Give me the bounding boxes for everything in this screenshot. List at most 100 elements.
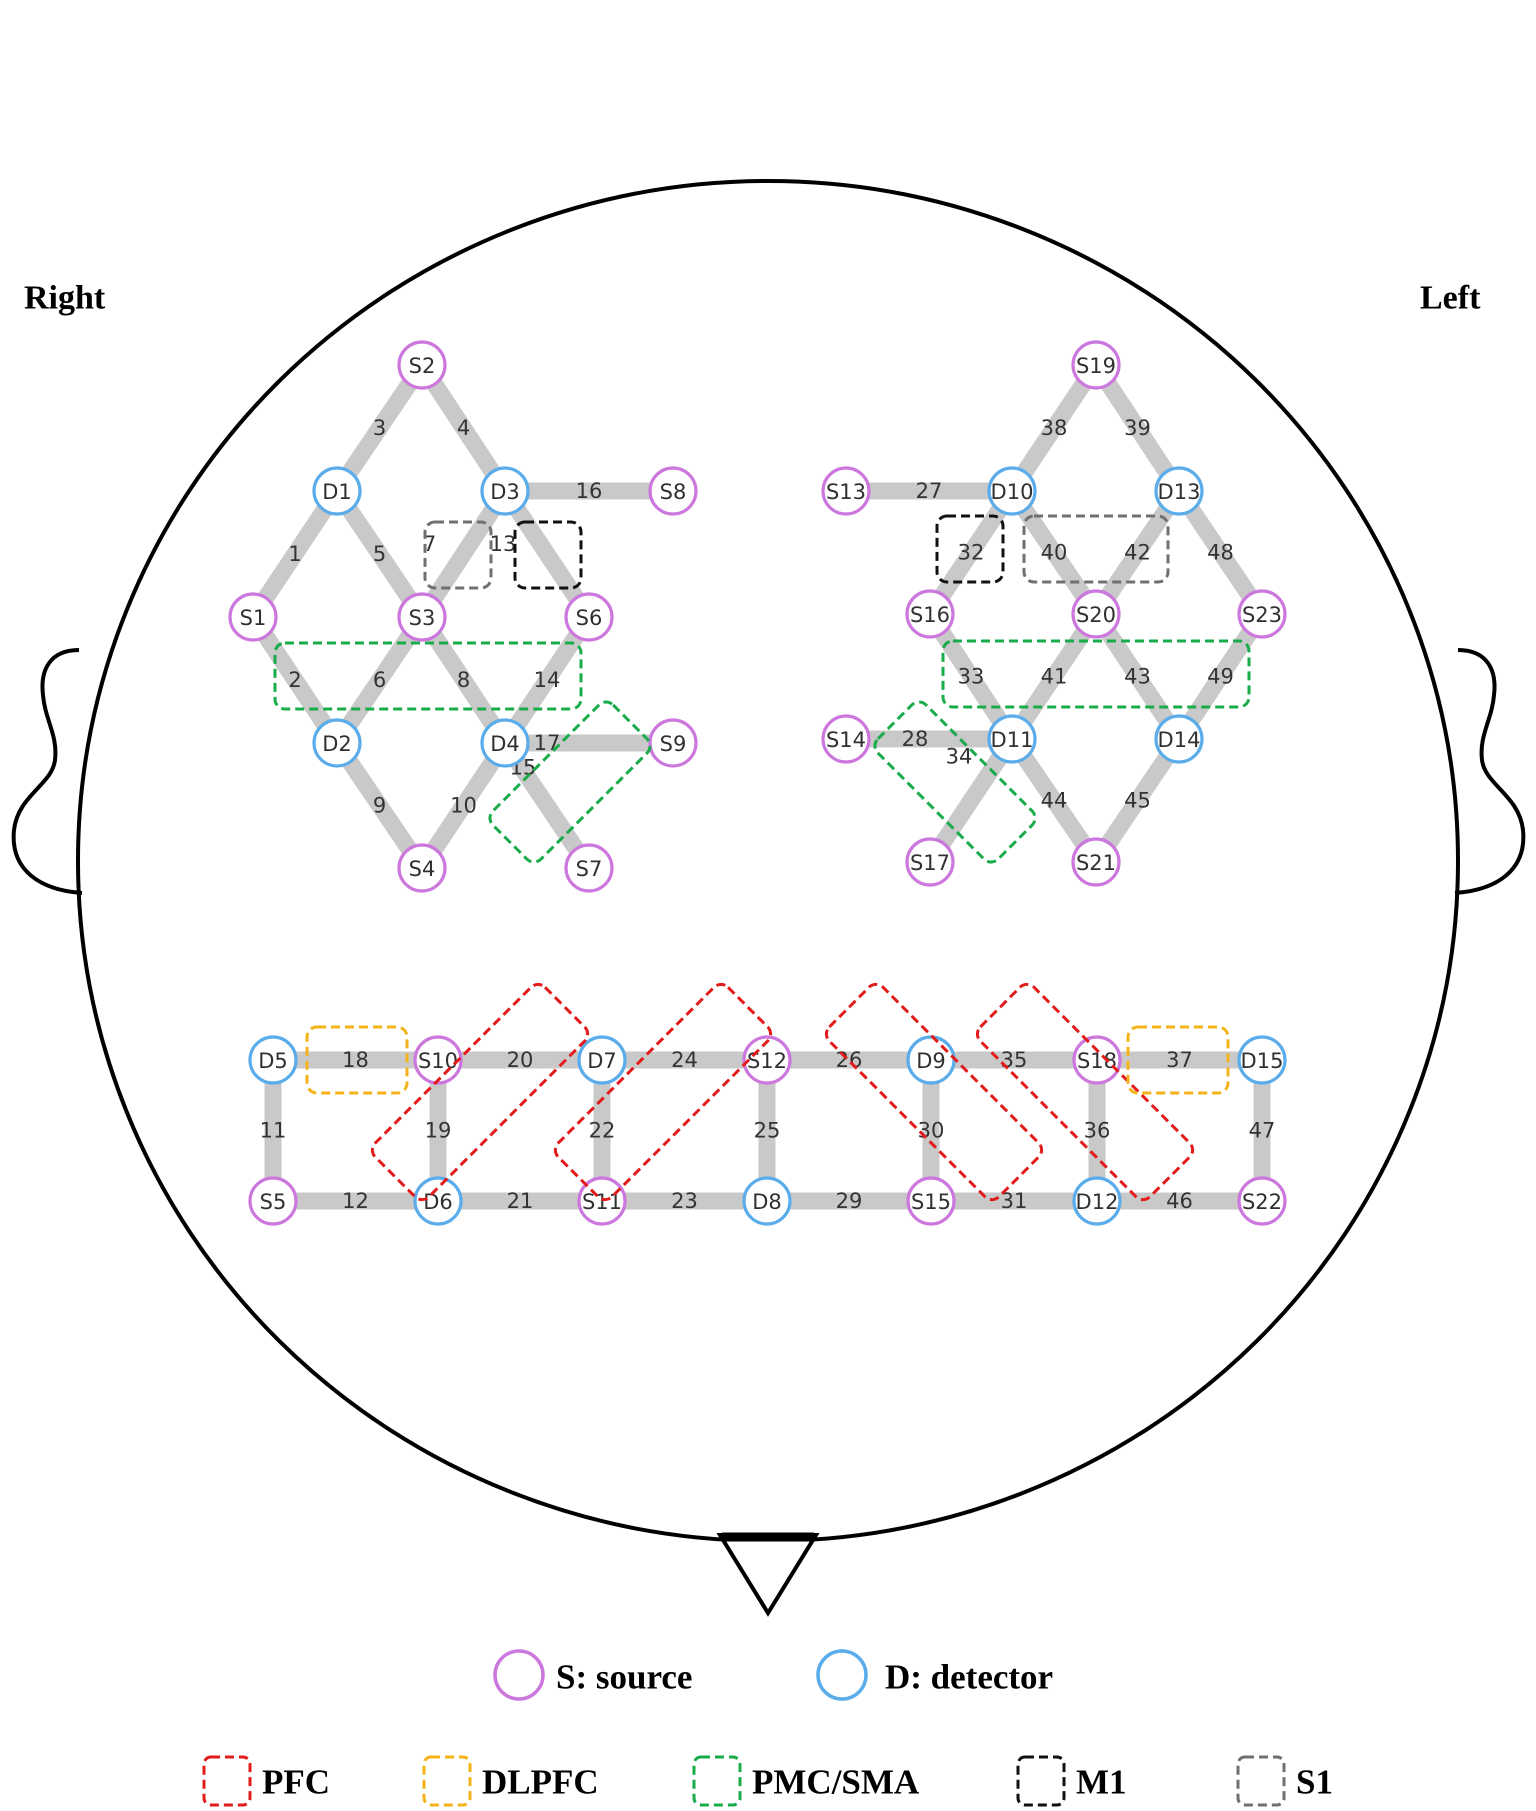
- roi-m1-box-2: [935, 514, 1005, 584]
- channel-22-label: 22: [589, 1119, 616, 1143]
- optode-s15-label: S15: [911, 1190, 951, 1214]
- optode-s3-ring: [397, 592, 447, 642]
- head-circle: [76, 179, 1460, 1543]
- head-outline: [11, 179, 1526, 1617]
- channel-10-line: [414, 738, 513, 873]
- optode-s2-label: S2: [409, 354, 436, 378]
- optode-s22-ring: [1237, 1176, 1287, 1226]
- optode-s8: S8: [648, 466, 698, 516]
- optode-d2-ring: [312, 718, 362, 768]
- channel-43-label: 43: [1124, 665, 1151, 689]
- optode-s10-label: S10: [418, 1049, 458, 1073]
- channel-40-label: 40: [1041, 541, 1068, 565]
- optode-d4: D4: [480, 718, 530, 768]
- optode-s1: S1: [228, 592, 278, 642]
- optode-s6-label: S6: [576, 606, 603, 630]
- roi-dlpfc-box-2: [1126, 1025, 1230, 1095]
- roi-pmc-box-3: [488, 700, 652, 864]
- optode-d7: D7: [577, 1035, 627, 1085]
- optode-d6-label: D6: [423, 1190, 453, 1214]
- channel-7-line: [414, 486, 513, 622]
- channel-38-line: [1004, 360, 1104, 496]
- region-boxes: [273, 514, 1251, 1202]
- channel-47-label: 47: [1249, 1119, 1276, 1143]
- optode-s13-ring: [821, 466, 871, 516]
- optode-s5-label: S5: [260, 1190, 287, 1214]
- optode-d12-label: D12: [1076, 1190, 1119, 1214]
- legend-detector-marker: [816, 1649, 868, 1701]
- optode-s22: S22: [1237, 1176, 1287, 1226]
- optode-s18-ring: [1072, 1035, 1122, 1085]
- left-ear: [1454, 648, 1526, 895]
- optode-s11-ring: [577, 1176, 627, 1226]
- optode-s13-label: S13: [826, 480, 866, 504]
- optode-s4-label: S4: [409, 857, 436, 881]
- channel-5-line: [329, 486, 430, 622]
- legend-s1-marker: [1236, 1755, 1286, 1807]
- optode-d10-label: D10: [991, 480, 1034, 504]
- legend-m1-label: M1: [1076, 1763, 1127, 1802]
- channel-37-label: 37: [1166, 1048, 1193, 1072]
- channel-19-label: 19: [425, 1119, 452, 1143]
- optode-s14-ring: [821, 714, 871, 764]
- optode-s17-label: S17: [910, 851, 950, 875]
- optode-s9-ring: [648, 718, 698, 768]
- channel-2-line: [245, 612, 345, 748]
- channel-30-label: 30: [918, 1119, 945, 1143]
- channel-49-label: 49: [1207, 665, 1234, 689]
- roi-pfc-box-1: [370, 982, 590, 1202]
- channel-33-line: [922, 609, 1020, 744]
- roi-m1-box-1: [513, 520, 583, 590]
- optode-s10-ring: [413, 1035, 463, 1085]
- channel-44-label: 44: [1041, 789, 1068, 813]
- optode-d4-label: D4: [490, 732, 520, 756]
- optode-s6-ring: [564, 592, 614, 642]
- optode-s12: S12: [742, 1035, 792, 1085]
- legend-s1-label: S1: [1296, 1763, 1333, 1802]
- channel-36-label: 36: [1084, 1119, 1111, 1143]
- optode-d15: D15: [1237, 1035, 1287, 1085]
- optode-s21: S21: [1071, 837, 1121, 887]
- optode-s23-label: S23: [1242, 603, 1282, 627]
- legend-detector-label: D: detector: [885, 1658, 1053, 1697]
- optode-s14-label: S14: [826, 728, 866, 752]
- optode-d7-ring: [577, 1035, 627, 1085]
- optode-s7: S7: [564, 843, 614, 893]
- channel-14-label: 14: [534, 668, 561, 692]
- optode-s3: S3: [397, 592, 447, 642]
- optode-s20-ring: [1071, 589, 1121, 639]
- channel-35-label: 35: [1001, 1048, 1028, 1072]
- optode-s16-label: S16: [910, 603, 950, 627]
- optode-s19: S19: [1071, 340, 1121, 390]
- optode-d3: D3: [480, 466, 530, 516]
- optode-s22-label: S22: [1242, 1190, 1282, 1214]
- optode-s16-ring: [905, 589, 955, 639]
- optode-s16: S16: [905, 589, 955, 639]
- channel-17-label: 17: [534, 731, 561, 755]
- legend-m1-marker: [1016, 1755, 1066, 1807]
- optode-d13: D13: [1154, 466, 1204, 516]
- optode-s6: S6: [564, 592, 614, 642]
- optode-s5: S5: [248, 1176, 298, 1226]
- optode-d13-ring: [1154, 466, 1204, 516]
- channel-39-line: [1088, 360, 1187, 496]
- optode-s2: S2: [397, 340, 447, 390]
- optode-d1: D1: [312, 466, 362, 516]
- roi-s1-box-1: [423, 520, 493, 590]
- roi-s1-box-2: [1022, 514, 1170, 584]
- channel-6-label: 6: [373, 668, 386, 692]
- legend-source-marker: [493, 1649, 545, 1701]
- left-side-label: Left: [1420, 280, 1481, 317]
- channel-41-line: [1004, 609, 1104, 744]
- optode-d5: D5: [248, 1035, 298, 1085]
- channel-31-label: 31: [1001, 1189, 1028, 1213]
- channel-13-label: 13: [490, 532, 517, 556]
- optode-s23-ring: [1237, 589, 1287, 639]
- optode-d3-ring: [480, 466, 530, 516]
- optode-d8-ring: [742, 1176, 792, 1226]
- optode-s23: S23: [1237, 589, 1287, 639]
- optode-s17-ring: [905, 837, 955, 887]
- optode-d2-label: D2: [322, 732, 352, 756]
- roi-pmc-box-2: [941, 639, 1251, 709]
